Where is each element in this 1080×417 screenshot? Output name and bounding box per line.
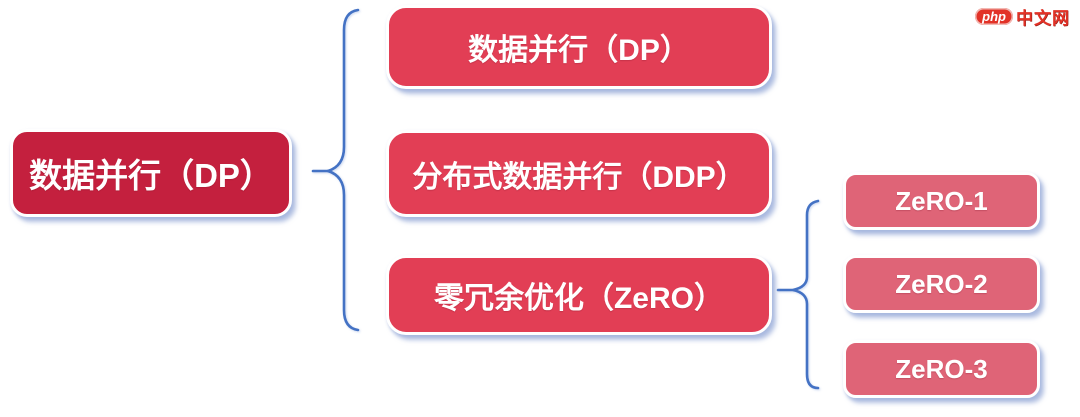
- leaf-node-zero3: ZeRO-3: [843, 340, 1040, 398]
- leaf-node-zero1: ZeRO-1: [843, 172, 1040, 230]
- php-logo-site-text: 中文网: [1016, 9, 1070, 28]
- branch-node-zero-label: 零冗余优化（ZeRO）: [433, 282, 724, 315]
- left-brace: [323, 8, 360, 332]
- leaf-node-zero2-label: ZeRO-2: [895, 268, 988, 299]
- php-logo-badge: php: [975, 8, 1013, 25]
- branch-node-ddp: 分布式数据并行（DDP）: [386, 130, 772, 217]
- leaf-node-zero1-label: ZeRO-1: [895, 185, 988, 216]
- branch-node-ddp-label: 分布式数据并行（DDP）: [412, 160, 746, 194]
- leaf-node-zero3-label: ZeRO-3: [895, 353, 988, 384]
- root-node-label: 数据并行（DP）: [29, 157, 273, 194]
- branch-node-dp-label: 数据并行（DP）: [468, 34, 690, 67]
- leaf-node-zero2: ZeRO-2: [843, 255, 1040, 313]
- branch-node-zero: 零冗余优化（ZeRO）: [386, 255, 772, 335]
- php-cn-logo: php 中文网: [975, 4, 1070, 29]
- branch-node-dp: 数据并行（DP）: [386, 5, 772, 89]
- root-node-dp: 数据并行（DP）: [10, 129, 292, 217]
- right-brace: [792, 199, 820, 390]
